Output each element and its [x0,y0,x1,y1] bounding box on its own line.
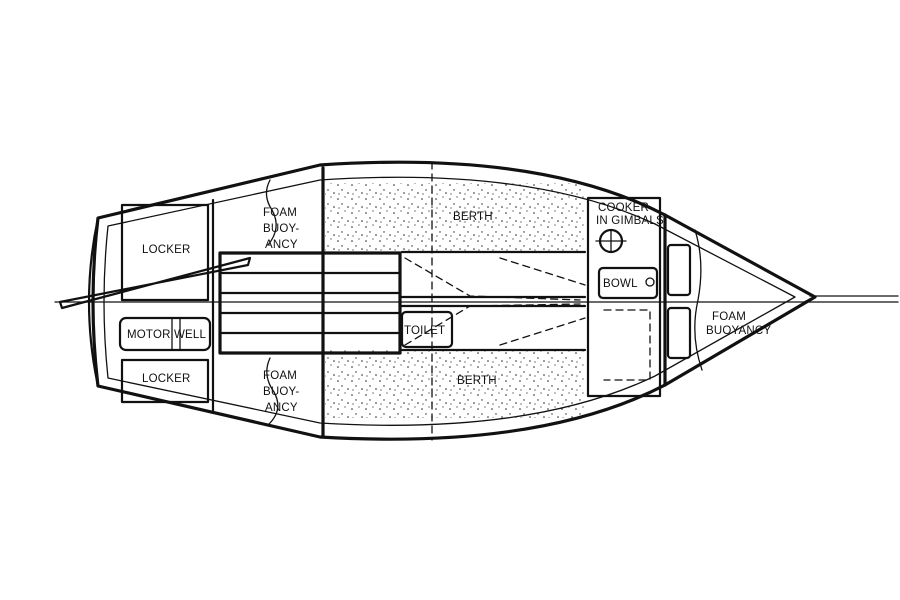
galley-unit [586,196,662,398]
label-foam-bow-1: FOAM [712,311,746,323]
label-locker-bottom: LOCKER [142,373,191,385]
berth-top-fill [325,183,585,252]
label-cooker-2: IN GIMBALS [596,215,664,227]
locker-bottom-box [120,358,210,404]
toilet-box [400,310,454,349]
cockpit-frame [218,251,402,355]
bow-locker-top [666,243,692,297]
galley-dashes [603,309,651,381]
label-foam-bot-3: ANCY [265,402,298,414]
label-motor-well: MOTOR WELL [127,329,207,341]
tiller [58,256,252,310]
motor-well-box [118,316,212,352]
label-locker-top: LOCKER [142,244,191,256]
bowl-tap-icon [645,277,655,287]
label-berth-bottom: BERTH [457,375,497,387]
locker-top-box [120,203,210,302]
stem-fitting [803,290,817,304]
label-berth-top: BERTH [453,211,493,223]
foam-bow-wave [694,229,703,371]
label-foam-bow-2: BUOYANCY [706,325,771,337]
bow-locker-bottom [666,306,692,360]
label-foam-bot-2: BUOY- [263,386,299,398]
foam-bottom-wave [266,357,279,426]
bowl-box [597,266,659,300]
label-cooker-1: COOKER [598,202,649,214]
transom [87,216,100,388]
label-foam-top-2: BUOY- [263,223,299,235]
label-foam-bot-1: FOAM [263,370,297,382]
label-bowl: BOWL [603,278,638,290]
label-foam-top-1: FOAM [263,207,297,219]
label-toilet: TOILET [404,325,445,337]
berth-bottom-fill [325,350,585,418]
foam-top-wave [265,179,277,246]
label-foam-top-3: ANCY [265,239,298,251]
